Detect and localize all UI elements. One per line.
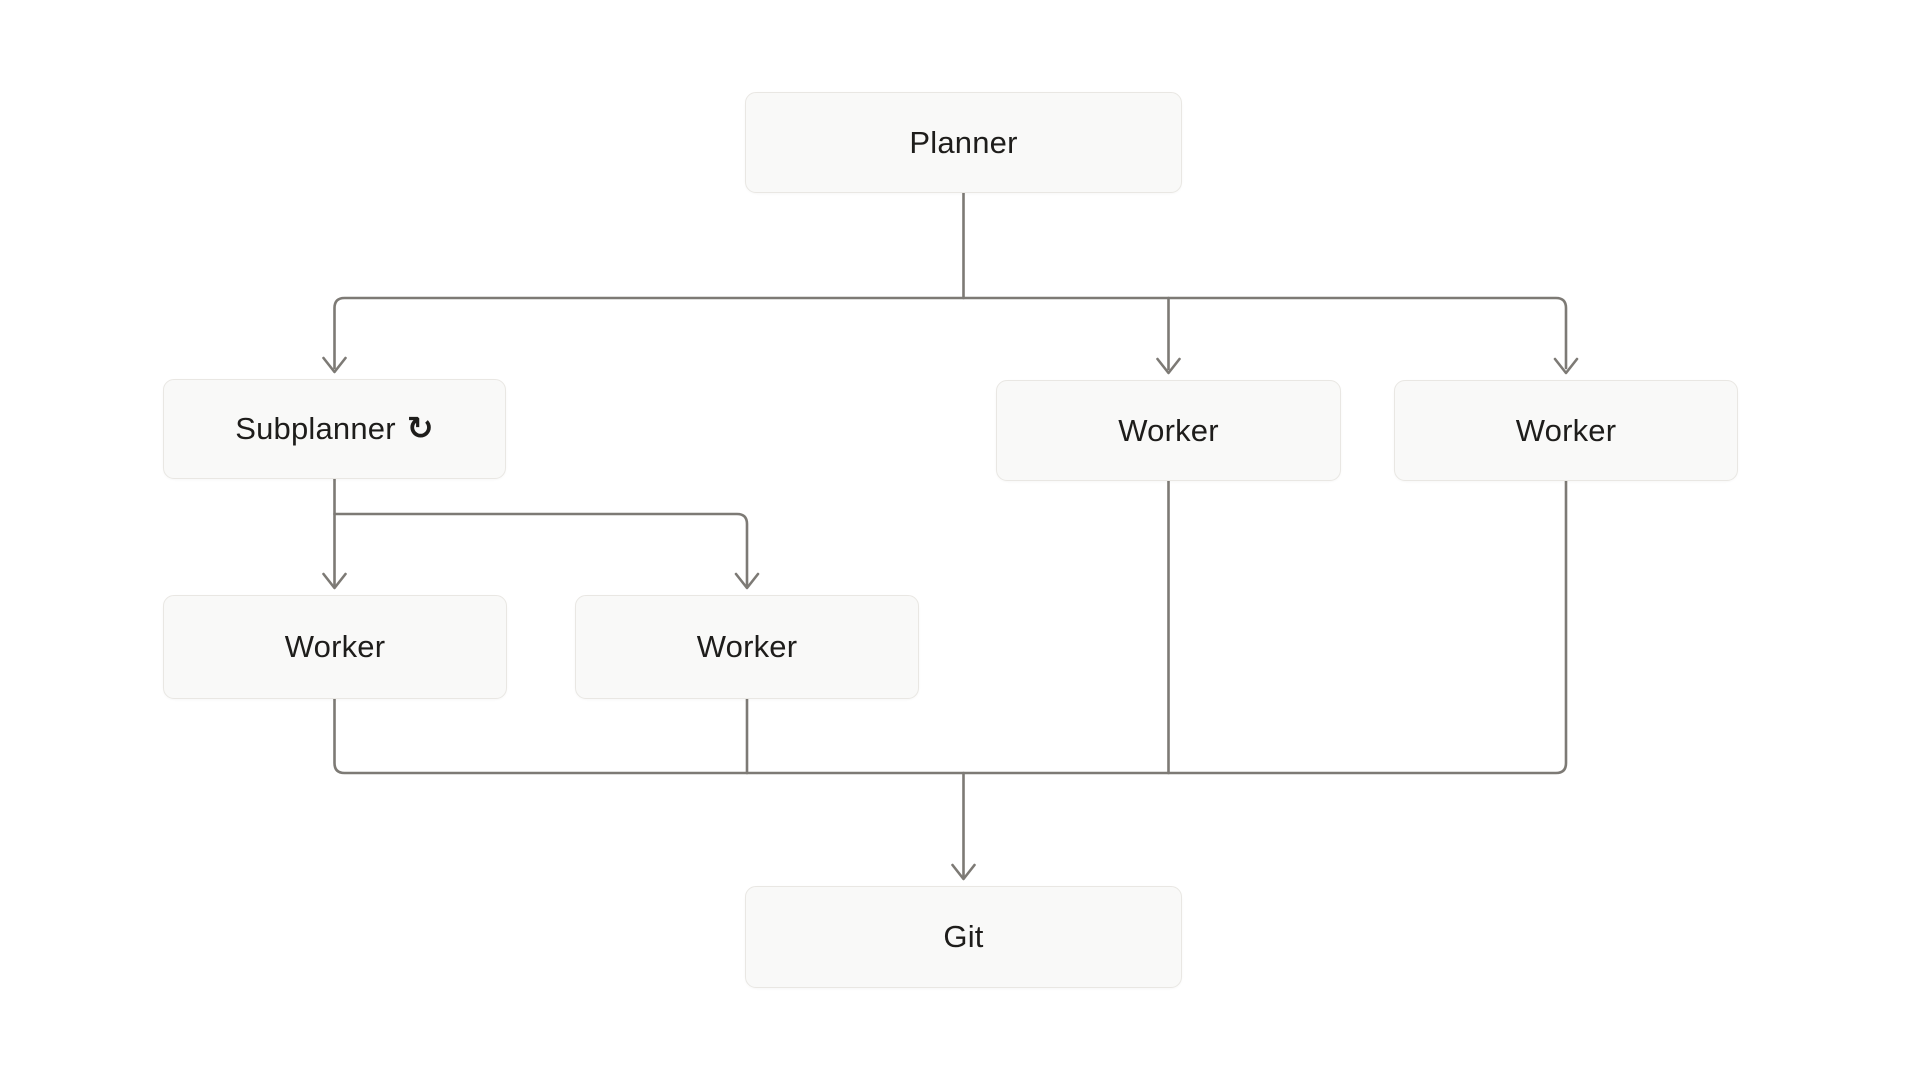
- arrowhead-worker-bot-mid: [734, 572, 760, 590]
- node-planner: Planner: [745, 92, 1182, 193]
- node-label: Subplanner: [235, 411, 396, 446]
- node-label: Worker: [1515, 412, 1617, 448]
- arrowhead-worker-bot-left: [322, 572, 347, 590]
- node-worker-bot-mid: Worker: [575, 595, 919, 699]
- arrowhead-git: [951, 863, 976, 881]
- node-label: Worker: [284, 629, 386, 664]
- arrowhead-subplanner: [322, 356, 347, 374]
- edge-distribution-rail: [333, 296, 1568, 370]
- node-label: Worker: [696, 629, 798, 664]
- node-worker-top-right: Worker: [1394, 380, 1738, 481]
- edge-convergence-rail: [333, 479, 1568, 775]
- arrowhead-worker-top-mid: [1156, 357, 1181, 375]
- node-subplanner: Subplanner ↻: [163, 379, 506, 479]
- node-worker-bot-left: Worker: [163, 595, 507, 699]
- node-worker-top-mid: Worker: [996, 380, 1341, 481]
- edge-subplanner-worker-mid: [333, 512, 749, 587]
- refresh-icon: ↻: [406, 410, 434, 446]
- node-label: Planner: [909, 124, 1018, 160]
- node-label: Worker: [1118, 412, 1219, 448]
- arrowhead-worker-top-right: [1553, 357, 1579, 375]
- node-label: Git: [943, 919, 984, 954]
- node-git: Git: [745, 886, 1182, 988]
